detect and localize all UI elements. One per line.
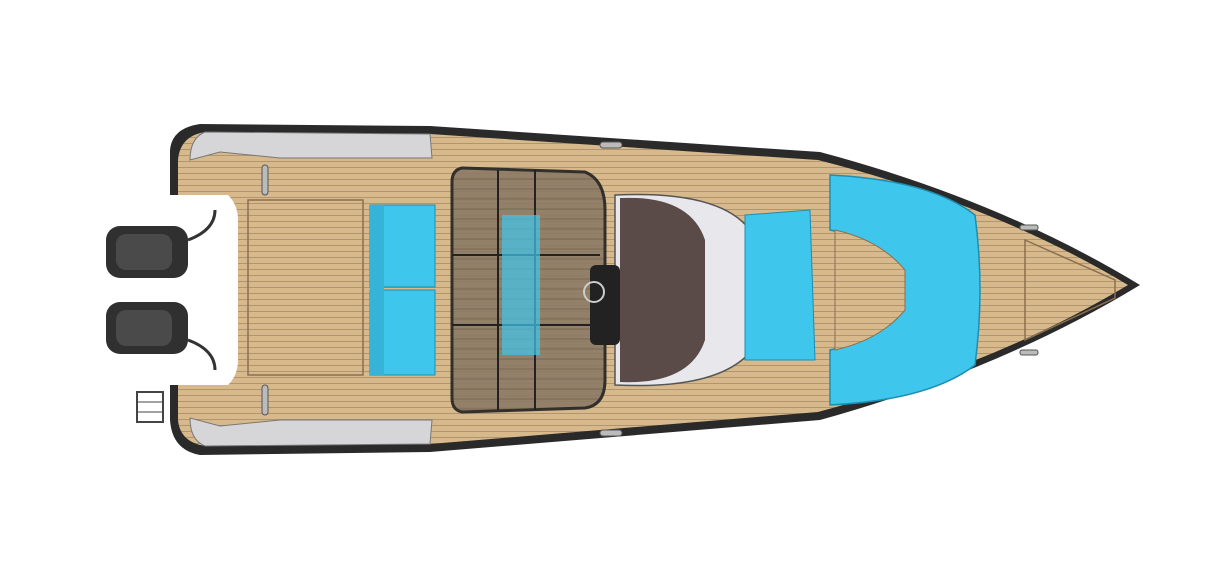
boarding-ladder <box>136 391 164 423</box>
cleat <box>1019 349 1039 356</box>
port-side-rail <box>189 131 433 161</box>
helm-dash <box>590 265 620 345</box>
cleat <box>599 141 623 149</box>
bow-table <box>834 229 906 351</box>
transom-well <box>170 195 238 385</box>
cleat <box>261 164 269 196</box>
starboard-side-rail <box>189 417 433 447</box>
console-hood <box>620 197 705 383</box>
helm-seat-cushion <box>502 215 540 355</box>
cleat <box>261 384 269 416</box>
forward-lounge-cushion <box>744 209 816 361</box>
aft-hatch <box>247 199 364 376</box>
aft-cushion-backrest <box>370 205 384 375</box>
steering-wheel <box>583 281 605 303</box>
outboard-engine-port <box>106 209 217 278</box>
outboard-engine-starboard <box>106 302 217 371</box>
cleat <box>599 429 623 437</box>
anchor-locker <box>1024 238 1116 342</box>
cleat <box>1019 224 1039 231</box>
